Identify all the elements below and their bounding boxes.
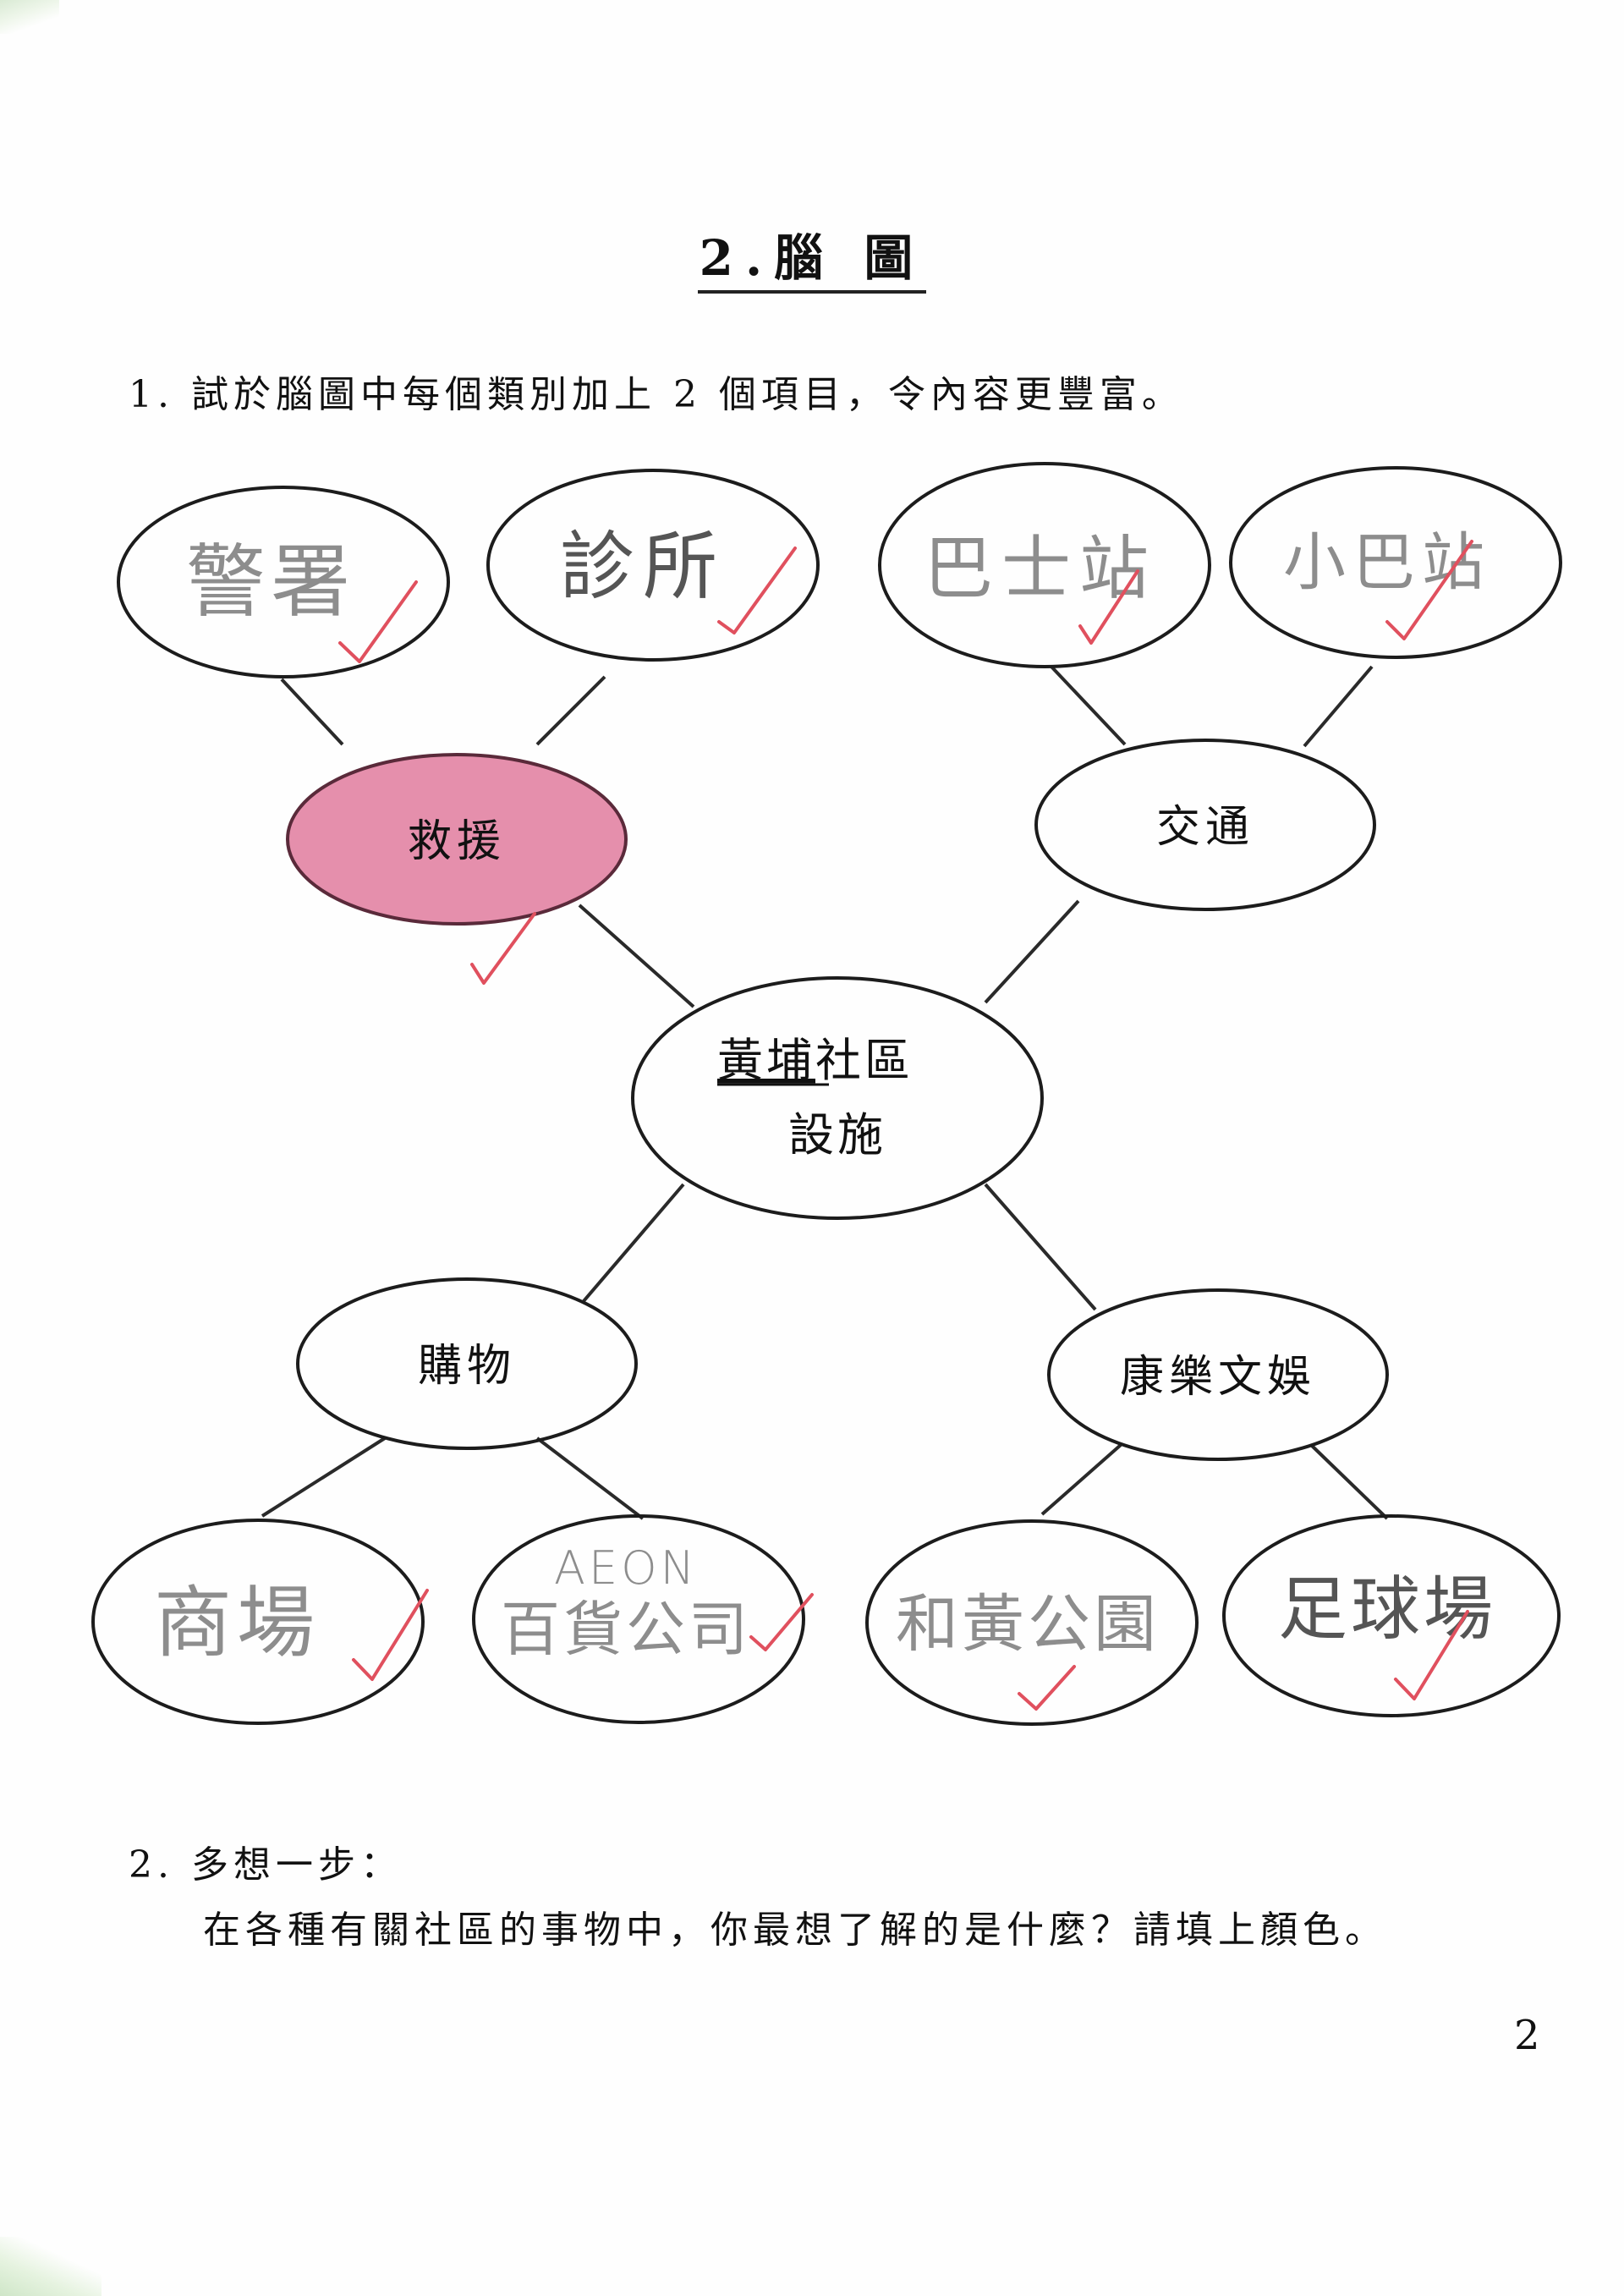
check-mark-icon — [338, 580, 418, 663]
connector-lines — [261, 665, 1389, 1520]
page-number: 2 — [1514, 2012, 1540, 2059]
line-center-recreation — [984, 1183, 1097, 1311]
category-transport-ellipse — [1034, 739, 1376, 911]
line-recreation-item1 — [1040, 1443, 1122, 1516]
category-shopping-ellipse — [296, 1277, 638, 1450]
line-transport-item2 — [1303, 665, 1374, 748]
line-rescue-item1 — [280, 678, 344, 746]
line-rescue-item2 — [535, 675, 606, 746]
check-mark-icon — [1385, 540, 1473, 640]
check-mark-icon — [717, 547, 797, 634]
page-title: 2.腦 圖 — [0, 218, 1624, 294]
item-shopping-2b-text: 百貨公司 — [501, 1595, 751, 1664]
item-ellipse-recreation-2 — [1222, 1514, 1561, 1717]
center-label-line2: 設施 — [788, 1108, 886, 1162]
category-recreation-ellipse — [1047, 1288, 1389, 1461]
center-label-underlined: 黃埔 — [717, 1034, 815, 1087]
line-transport-item1 — [1050, 665, 1127, 746]
category-rescue-ellipse — [286, 753, 628, 926]
center-label-line1: 黃埔社區 — [717, 1034, 914, 1087]
line-shopping-item1 — [261, 1436, 387, 1518]
check-mark-icon — [1078, 569, 1139, 645]
question-2-title: 2. 多想一步： — [129, 1843, 403, 1887]
item-ellipse-shopping-1 — [91, 1519, 425, 1725]
item-ellipse-transport-1 — [878, 462, 1211, 668]
line-center-shopping — [582, 1183, 685, 1303]
center-label-rest: 社區 — [815, 1034, 914, 1087]
item-shopping-1-text: 商場 — [154, 1578, 320, 1668]
line-shopping-item2 — [535, 1436, 645, 1520]
category-recreation-label: 康樂文娛 — [1120, 1352, 1316, 1403]
check-mark-icon — [470, 912, 536, 985]
item-ellipse-shopping-2 — [472, 1514, 805, 1724]
line-center-transport — [984, 899, 1080, 1004]
item-ellipse-recreation-1 — [865, 1519, 1199, 1726]
item-recreation-1-text: 和黃公園 — [896, 1588, 1160, 1661]
check-mark-icon — [352, 1589, 429, 1681]
check-mark-icon — [749, 1593, 814, 1651]
item-ellipse-rescue-2 — [486, 469, 820, 662]
question-1: 1. 試於腦圖中每個類別加上 2 個項目，令內容更豐富。 — [129, 373, 1184, 416]
scan-corner-bottom-left — [0, 2237, 102, 2296]
item-transport-1-text: 巴士站 — [924, 529, 1157, 609]
line-recreation-item2 — [1309, 1443, 1389, 1520]
item-rescue-2-text: 診所 — [560, 523, 726, 610]
category-shopping-label: 購物 — [418, 1341, 516, 1392]
check-mark-icon — [1394, 1610, 1469, 1700]
category-rescue-label: 救援 — [408, 816, 506, 867]
item-ellipse-rescue-1 — [117, 486, 450, 678]
check-mark-icon — [1018, 1665, 1076, 1711]
category-transport-label: 交通 — [1156, 802, 1254, 853]
item-rescue-1-text: 警署 — [186, 536, 355, 629]
item-ellipse-transport-2 — [1229, 466, 1562, 659]
center-ellipse — [631, 976, 1044, 1220]
item-transport-2-text: 小巴站 — [1283, 526, 1491, 599]
scan-corner-top-left — [0, 0, 59, 34]
question-2-body: 在各種有關社區的事物中，你最想了解的是什麼？請填上顏色。 — [203, 1909, 1387, 1952]
item-recreation-2-text: 足球場 — [1278, 1569, 1496, 1650]
line-center-rescue — [578, 904, 695, 1008]
item-shopping-2a-text: AEON — [554, 1541, 698, 1595]
